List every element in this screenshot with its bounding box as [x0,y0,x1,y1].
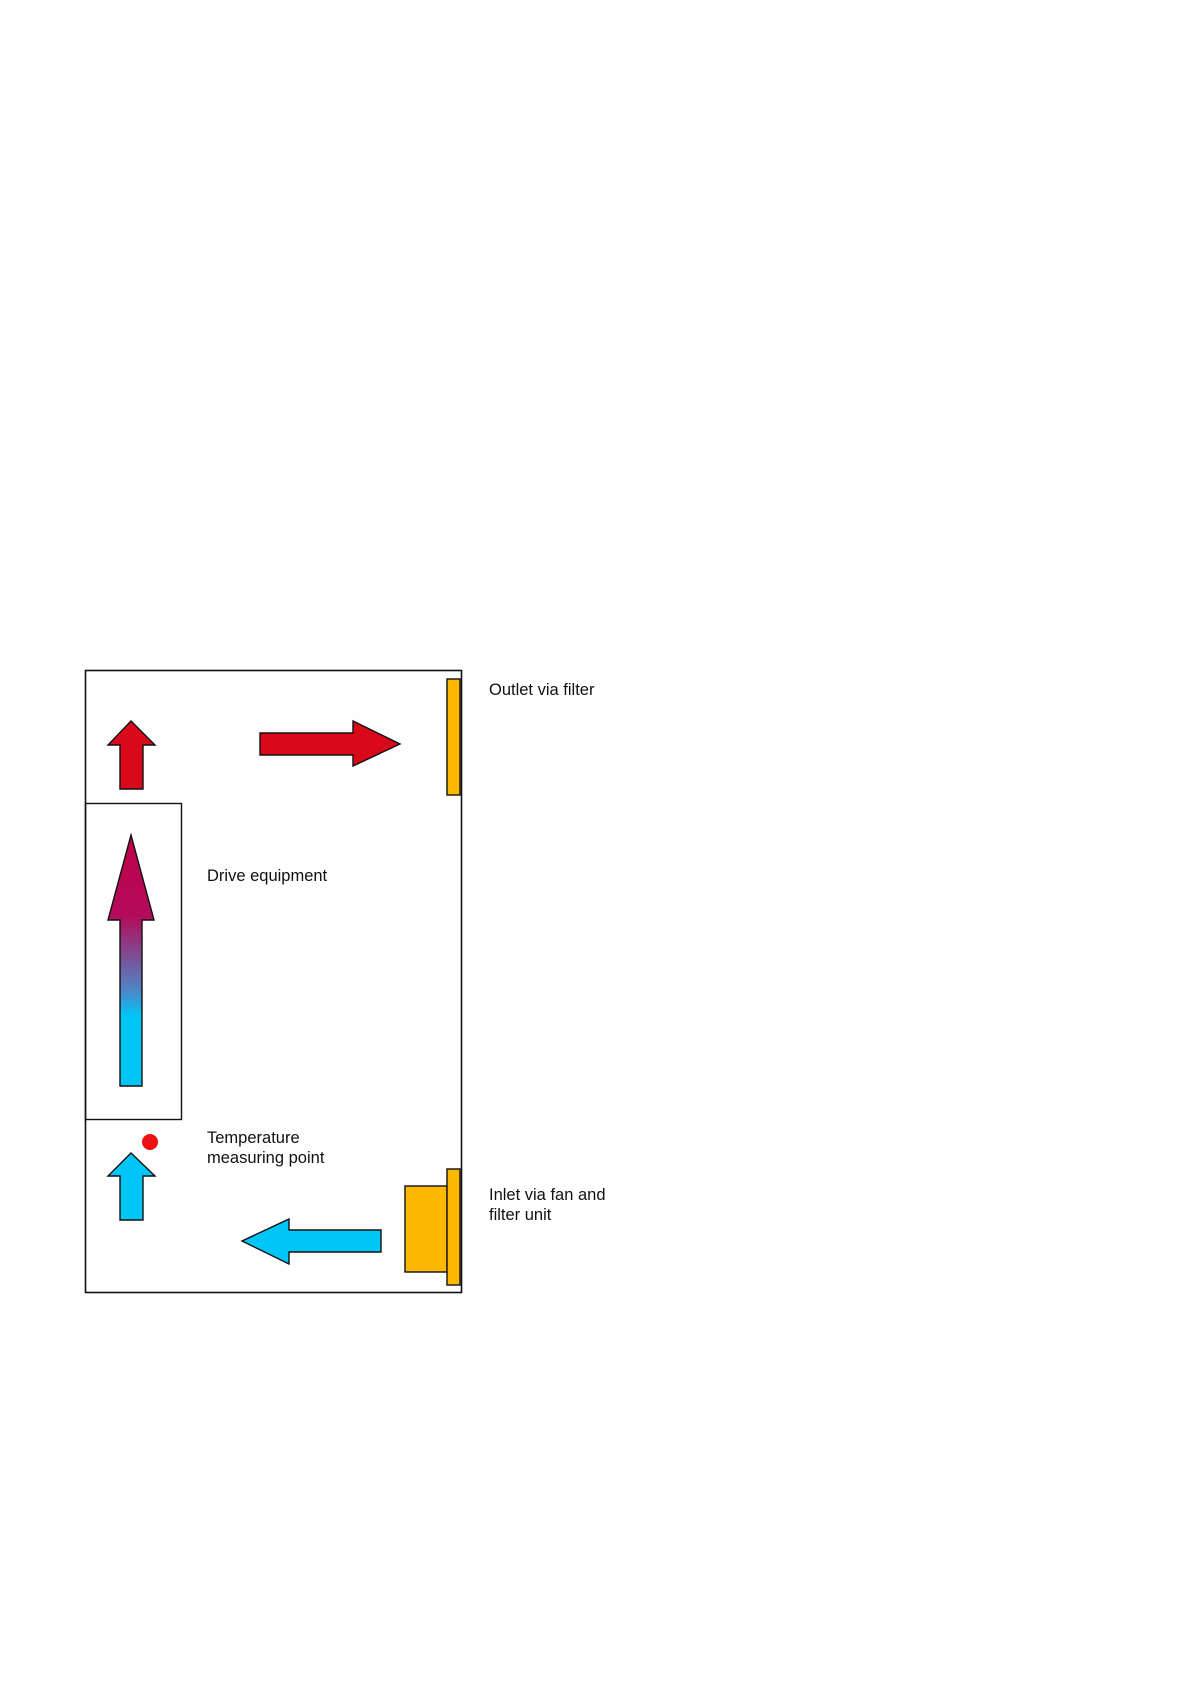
temperature-label-line1: Temperature [207,1128,324,1148]
inlet-label-line2: filter unit [489,1205,606,1225]
outlet-label: Outlet via filter [489,680,594,700]
temperature-label-line2: measuring point [207,1148,324,1168]
inlet-fan-unit [405,1186,447,1272]
inlet-filter [447,1169,460,1285]
inlet-label-line1: Inlet via fan and [489,1185,606,1205]
outlet-filter [447,679,460,795]
temperature-point-label: Temperature measuring point [207,1128,324,1168]
drive-equipment-label: Drive equipment [207,866,327,886]
inlet-label: Inlet via fan and filter unit [489,1185,606,1225]
temperature-point-icon [142,1134,158,1150]
